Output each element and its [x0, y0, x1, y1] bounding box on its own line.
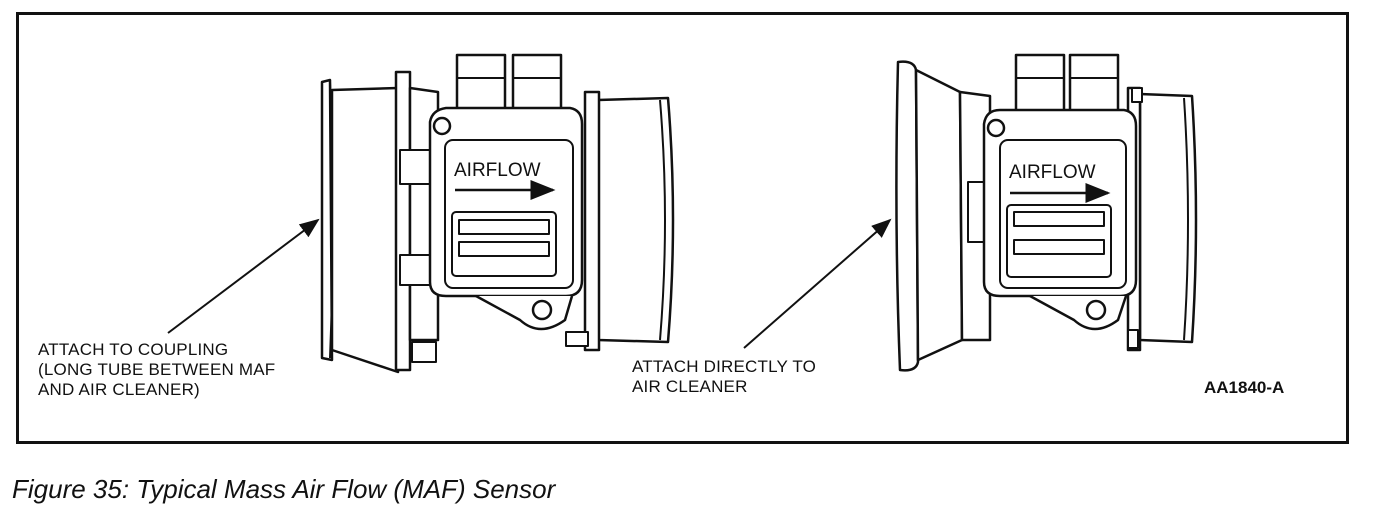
connector-block-2 [511, 53, 563, 119]
mount-hole-bottom-right [1085, 299, 1107, 321]
maf-sensor-diagram: AIRFLOW AIRFLOW [167, 53, 1198, 374]
air-cleaner-flange [895, 60, 920, 372]
outlet-tube [596, 96, 675, 344]
maf-sensor-direct [895, 53, 1198, 372]
callout-line: ATTACH TO COUPLING [38, 340, 229, 359]
mount-hole-bottom [531, 299, 553, 321]
leader-line-left [167, 218, 320, 334]
connector-block-4 [1068, 53, 1120, 119]
callout-line: AND AIR CLEANER) [38, 380, 200, 399]
mounting-flange-right [583, 90, 601, 352]
mount-hole-top [432, 116, 452, 136]
outlet-tube-right [1138, 92, 1198, 344]
connector-block-1 [455, 53, 507, 119]
figure-id-label: AA1840-A [1204, 378, 1285, 397]
coupling-tube [330, 86, 400, 374]
connector-block-3 [1014, 53, 1066, 119]
figure-caption: Figure 35: Typical Mass Air Flow (MAF) S… [12, 474, 556, 504]
callout-direct: ATTACH DIRECTLY TO AIR CLEANER [632, 357, 816, 397]
callout-line: ATTACH DIRECTLY TO [632, 357, 817, 376]
leader-line-right [743, 218, 892, 349]
maf-sensor-coupling [320, 53, 675, 374]
airflow-label-left: AIRFLOW [454, 160, 541, 181]
inlet-flange [320, 78, 334, 362]
callout-line: (LONG TUBE BETWEEN MAF [38, 360, 276, 379]
airflow-label-right: AIRFLOW [1009, 162, 1096, 183]
mounting-flange-left [394, 70, 412, 372]
mount-hole-top-right [986, 118, 1006, 138]
callout-coupling: ATTACH TO COUPLING (LONG TUBE BETWEEN MA… [38, 340, 275, 400]
callout-line: AIR CLEANER [632, 377, 748, 396]
